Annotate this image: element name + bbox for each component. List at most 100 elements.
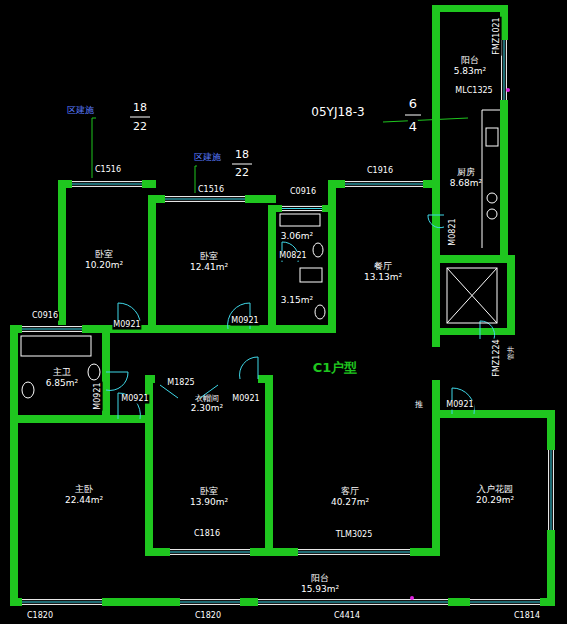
wall <box>258 375 273 383</box>
windows <box>22 40 555 606</box>
window-line <box>72 184 142 185</box>
window-gap <box>22 325 82 333</box>
room-name: 入户花园 <box>476 484 514 495</box>
door-swing <box>428 215 444 228</box>
window-line <box>180 599 240 600</box>
window-line <box>548 450 549 530</box>
room-area: 13.13m² <box>364 272 402 283</box>
code-label: FMZ1224 <box>493 338 502 377</box>
room-label: 阳台15.93m² <box>299 572 341 596</box>
window-line <box>22 331 82 332</box>
marker-dot <box>506 88 510 92</box>
washbasin <box>300 268 322 282</box>
room-area: 5.83m² <box>454 66 486 77</box>
bathtub <box>21 336 91 356</box>
room-label: 卧室10.20m² <box>83 248 125 272</box>
window-line <box>165 201 245 202</box>
wall <box>547 410 555 606</box>
toilet <box>313 243 323 257</box>
wall <box>145 375 155 383</box>
room-area: 20.29m² <box>476 495 514 506</box>
window-gap <box>165 195 245 203</box>
window-line <box>282 208 322 209</box>
window <box>22 598 102 606</box>
window-line <box>180 604 240 605</box>
code-label: M0921 <box>230 317 259 326</box>
code-label: 18 <box>132 102 148 114</box>
window-line <box>170 552 250 553</box>
wall <box>58 180 66 333</box>
window-line <box>170 549 250 550</box>
leaders <box>92 88 510 600</box>
wall <box>507 255 515 335</box>
window-gap <box>345 180 423 188</box>
window <box>282 205 322 212</box>
wall <box>145 548 440 556</box>
code-label: M0921 <box>445 401 474 410</box>
code-label: C1916 <box>366 167 394 176</box>
wall <box>10 325 336 333</box>
code-label: 推 <box>414 401 424 410</box>
wall <box>10 415 153 423</box>
wall <box>432 255 515 263</box>
code-label: C4414 <box>333 612 361 621</box>
wall <box>148 195 276 203</box>
room-label: 客厅40.27m² <box>329 485 371 509</box>
window-line <box>345 184 423 185</box>
wall <box>432 5 508 12</box>
wall <box>265 375 273 556</box>
room-label: 阳台5.83m² <box>452 54 488 78</box>
room-area: 3.06m² <box>281 231 313 242</box>
window-line <box>282 206 322 207</box>
window <box>470 598 540 606</box>
room-name: 阳台 <box>454 55 486 66</box>
wall <box>10 598 555 606</box>
window-line <box>282 210 322 211</box>
window-line <box>298 549 410 550</box>
room-name: 卧室 <box>190 486 228 497</box>
fraction-bar <box>130 115 421 164</box>
window-gap <box>22 598 102 606</box>
wall <box>432 335 440 347</box>
room-label: 3.06m² <box>279 230 315 243</box>
window-gap <box>180 598 240 606</box>
window-line <box>22 604 102 605</box>
code-label: M1825 <box>166 379 195 388</box>
code-label: C1516 <box>197 186 225 195</box>
room-label: 主卧22.44m² <box>63 483 105 507</box>
marker-dot <box>410 596 414 600</box>
drawing-reference: 区建施 <box>193 153 222 163</box>
code-label: C1820 <box>26 612 54 621</box>
window-line <box>298 552 410 553</box>
code-label: M0921 <box>94 381 103 410</box>
room-area: 40.27m² <box>331 497 369 508</box>
room-area: 10.20m² <box>85 260 123 271</box>
window-gap <box>547 450 555 530</box>
leader-line <box>383 118 468 122</box>
window-gap <box>258 598 448 606</box>
window-line <box>553 450 554 530</box>
code-label: TLM3025 <box>335 531 374 540</box>
room-area: 3.15m² <box>281 295 313 306</box>
code-label: C1516 <box>94 166 122 175</box>
window-line <box>165 199 245 200</box>
wall <box>10 325 18 606</box>
window-line <box>180 602 240 603</box>
room-label: 卧室13.90m² <box>188 485 230 509</box>
code-label: 22 <box>234 167 250 179</box>
room-name: 餐厅 <box>364 261 402 272</box>
room-name: 卧室 <box>190 251 228 262</box>
room-name: 卧室 <box>85 249 123 260</box>
wall <box>432 380 440 556</box>
toilet <box>315 305 325 319</box>
kitchen-counter <box>482 110 500 248</box>
window-line <box>298 554 410 555</box>
window-line <box>258 602 448 603</box>
window-line <box>258 604 448 605</box>
walls <box>10 5 555 606</box>
window <box>72 180 142 188</box>
doors <box>106 215 495 419</box>
window <box>165 195 245 203</box>
code-label: M0921 <box>231 395 260 404</box>
